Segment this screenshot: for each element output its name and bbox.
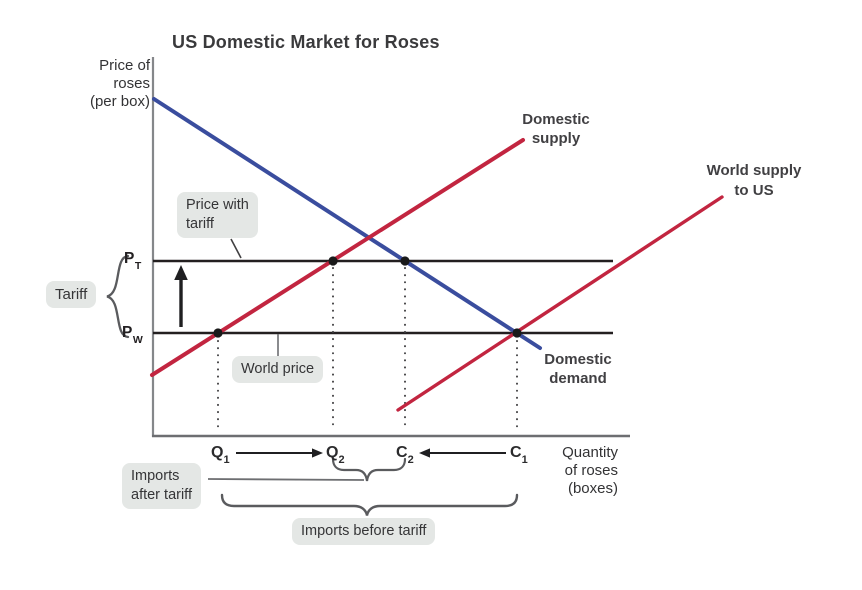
world-supply-label-line: to US xyxy=(734,182,774,199)
price-with-tariff-line1: Price with xyxy=(186,197,249,213)
price-with-tariff-annotation-box: Price with tariff xyxy=(177,192,258,238)
c1-subscript: 1 xyxy=(521,454,528,467)
world-price-annotation-box: World price xyxy=(232,356,324,383)
domestic-demand-label-line: demand xyxy=(549,370,607,387)
price-with-tariff-leader xyxy=(230,238,242,259)
tariff-brace xyxy=(106,254,130,339)
tariff-annotation-box: Tariff xyxy=(46,281,97,308)
c1-to-c2-arrow xyxy=(419,448,506,458)
pw-base: P xyxy=(122,324,133,341)
dot-supply-pw xyxy=(213,328,223,338)
c1-quantity-label: C1 xyxy=(510,444,528,467)
world-supply-curve xyxy=(396,195,724,412)
q2-base: Q xyxy=(326,444,339,461)
y-axis-label: Price of roses (per box) xyxy=(60,57,150,111)
x-axis-label-line: Quantity xyxy=(562,444,618,461)
domestic-supply-label-line: Domestic xyxy=(522,111,590,128)
q1-base: Q xyxy=(211,444,224,461)
chart-title: US Domestic Market for Roses xyxy=(172,32,440,52)
dot-demand-pt xyxy=(400,256,410,266)
c1-base: C xyxy=(510,444,522,461)
c2-subscript: 2 xyxy=(407,454,414,467)
q2-quantity-label: Q2 xyxy=(326,444,345,467)
pw-subscript: W xyxy=(132,334,143,347)
right-arrowhead-icon xyxy=(312,448,323,458)
dotted-guides xyxy=(217,267,518,432)
y-axis-label-line: Price of xyxy=(99,57,150,74)
q1-quantity-label: Q1 xyxy=(211,444,230,467)
pt-price-label: PT xyxy=(124,250,141,273)
pt-base: P xyxy=(124,250,135,267)
intersection-dots xyxy=(213,256,522,338)
c2-base: C xyxy=(396,444,408,461)
pt-subscript: T xyxy=(134,260,142,273)
up-arrowhead-icon xyxy=(174,265,188,280)
imports-after-tariff-line1: Imports xyxy=(131,468,180,484)
price-with-tariff-line2: tariff xyxy=(186,216,214,232)
q1-subscript: 1 xyxy=(223,454,230,467)
world-supply-label-line: World supply xyxy=(706,162,802,179)
x-axis-label-line: (boxes) xyxy=(567,480,618,497)
tariff-up-arrow xyxy=(174,265,188,327)
domestic-demand-label-line: Domestic xyxy=(544,351,612,368)
q1-to-q2-arrow xyxy=(236,448,323,458)
imports-after-tariff-line2: after tariff xyxy=(131,487,192,503)
imports-before-tariff-annotation-box: Imports before tariff xyxy=(292,518,436,545)
world-supply-label: World supply to US xyxy=(688,161,820,201)
dot-demand-pw xyxy=(512,328,522,338)
y-axis-label-line: (per box) xyxy=(89,93,150,110)
y-axis-label-line: roses xyxy=(113,75,150,92)
x-axis-label: Quantity of roses (boxes) xyxy=(540,444,618,498)
domestic-supply-label: Domestic supply xyxy=(506,110,606,148)
imports-before-tariff-brace xyxy=(220,493,519,516)
domestic-supply-curve xyxy=(150,138,525,377)
dot-supply-pt xyxy=(328,256,338,266)
imports-after-tariff-annotation-box: Imports after tariff xyxy=(122,463,201,509)
imports-after-tariff-brace xyxy=(331,457,407,482)
q2-subscript: 2 xyxy=(338,454,345,467)
domestic-demand-label: Domestic demand xyxy=(527,350,629,388)
imports-after-tariff-leader xyxy=(207,478,365,481)
domestic-supply-label-line: supply xyxy=(531,130,581,147)
x-axis-label-line: of roses xyxy=(564,462,618,479)
left-arrowhead-icon xyxy=(419,448,430,458)
c2-quantity-label: C2 xyxy=(396,444,414,467)
pw-price-label: PW xyxy=(122,324,143,347)
domestic-demand-curve xyxy=(152,97,542,350)
